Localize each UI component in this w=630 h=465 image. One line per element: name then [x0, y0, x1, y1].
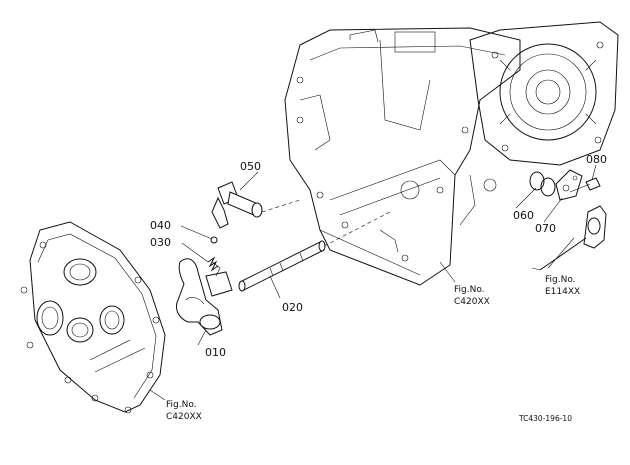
side-cover-plate — [20, 221, 166, 414]
part-label-030: 030 — [150, 236, 171, 249]
gasket-plate — [555, 169, 583, 201]
part-label-070: 070 — [535, 222, 556, 235]
drawing-code: TC430-196-10 — [518, 414, 572, 423]
part-label-060: 060 — [513, 209, 534, 222]
bolt — [569, 177, 601, 193]
shift-rod — [238, 211, 391, 292]
transmission-case — [284, 27, 521, 286]
shift-lever — [531, 205, 607, 271]
detent-spring — [207, 256, 219, 272]
fig-ref-label: Fig.No. — [545, 275, 576, 285]
fig-ref-number: C420XX — [454, 297, 490, 307]
o-rings — [529, 171, 556, 197]
part-label-040: 040 — [150, 219, 171, 232]
fig-ref-label: Fig.No. — [454, 285, 485, 295]
figure-reference-case: Fig.No. C420XX — [454, 285, 490, 307]
shift-fork — [175, 258, 233, 336]
part-labels: 050 040 030 010 020 060 070 080 — [150, 153, 607, 359]
part-label-010: 010 — [205, 346, 226, 359]
figure-reference-lever: Fig.No. E114XX — [545, 275, 580, 297]
leader-lines — [149, 164, 597, 401]
gear-housing — [469, 21, 619, 166]
detent-ball — [210, 236, 218, 244]
fig-ref-number: C420XX — [166, 412, 202, 422]
fig-ref-label: Fig.No. — [166, 400, 197, 410]
part-label-020: 020 — [282, 301, 303, 314]
fig-ref-number: E114XX — [545, 287, 580, 297]
part-label-080: 080 — [586, 153, 607, 166]
shift-arm — [211, 181, 301, 229]
figure-reference-cover: Fig.No. C420XX — [166, 400, 202, 422]
part-label-050: 050 — [240, 160, 261, 173]
